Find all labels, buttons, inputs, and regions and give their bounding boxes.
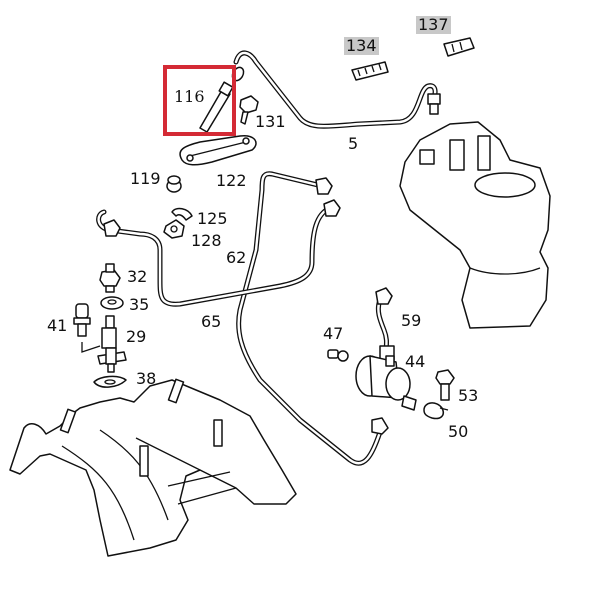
part-29-injector[interactable] [97,315,127,373]
part-131-bolt[interactable] [239,95,259,125]
intake-manifold[interactable] [9,378,297,557]
highlight-box-116 [163,65,236,136]
part-38-gasket[interactable] [93,375,127,388]
callout-59[interactable]: 59 [401,311,422,330]
callout-41[interactable]: 41 [47,316,68,335]
part-50-clamp[interactable] [423,402,449,420]
callout-122[interactable]: 122 [216,171,247,190]
callout-35[interactable]: 35 [129,295,150,314]
callout-44[interactable]: 44 [405,352,426,371]
fuel-line-59[interactable] [375,287,395,361]
part-32-fitting[interactable] [99,263,121,293]
part-53-bolt[interactable] [435,369,455,401]
callout-53[interactable]: 53 [458,386,479,405]
part-116-line-fitting[interactable] [199,65,246,133]
fuel-line-62[interactable] [236,171,389,466]
part-41-valve[interactable] [73,303,101,353]
callout-116[interactable]: 116 [174,87,205,106]
callout-47[interactable]: 47 [323,324,344,343]
part-44-regulator[interactable] [355,355,417,411]
callout-131[interactable]: 131 [255,112,286,131]
callout-125[interactable]: 125 [197,209,228,228]
fuel-line-65[interactable] [96,199,341,307]
callout-38[interactable]: 38 [136,369,157,388]
part-47-bolt[interactable] [327,349,349,362]
callout-128[interactable]: 128 [191,231,222,250]
callout-62[interactable]: 62 [226,248,247,267]
callout-29[interactable]: 29 [126,327,147,346]
fuel-line-5[interactable] [233,50,441,129]
part-119-grommet[interactable] [166,175,182,193]
callout-65[interactable]: 65 [201,312,222,331]
callout-32[interactable]: 32 [127,267,148,286]
callout-137[interactable]: 137 [416,15,451,34]
part-137-clip[interactable] [443,37,475,57]
part-35-washer[interactable] [100,296,124,310]
callout-134[interactable]: 134 [344,36,379,55]
part-125-washer[interactable] [171,207,193,221]
callout-50[interactable]: 50 [448,422,469,441]
part-128-nut[interactable] [163,219,185,239]
part-122-bracket[interactable] [179,135,257,166]
callout-119[interactable]: 119 [130,169,161,188]
part-134-clip[interactable] [351,61,389,81]
callout-5[interactable]: 5 [348,134,359,153]
fuel-distributor[interactable] [399,121,551,329]
